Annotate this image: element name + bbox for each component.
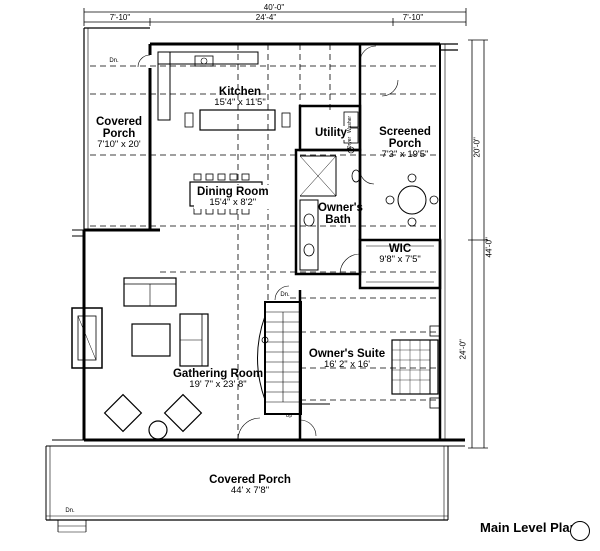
room-covered-porch-left: Covered Porch 7'10" x 20'	[88, 116, 150, 150]
plan-title: Main Level Plan	[480, 520, 578, 535]
room-size: 7'3" x 19'5"	[381, 149, 429, 161]
north-marker-circle	[570, 521, 590, 541]
room-owners-suite: Owner's Suite 16' 2" x 16'	[302, 348, 392, 370]
room-name: Screened Porch	[379, 126, 431, 151]
room-wic: WIC 9'8" x 7'5"	[364, 243, 436, 265]
room-size: 15'4" x 11'5"	[214, 97, 266, 109]
room-covered-porch-front: Covered Porch 44' x 7'8"	[200, 474, 300, 496]
room-name: Kitchen	[218, 86, 262, 98]
room-owners-bath: Owner's Bath	[318, 202, 363, 227]
room-size: 15'4" x 8'2"	[209, 197, 257, 209]
room-name: Owner's Suite	[308, 348, 386, 360]
room-screened-porch: Screened Porch 7'3" x 19'5"	[370, 126, 440, 160]
room-size: 7'10" x 20'	[97, 139, 141, 151]
right-dimension-lower-label: 24'-0"	[458, 339, 468, 360]
right-dimension-overall-label: 44'-0"	[484, 237, 494, 258]
room-name: Gathering Room	[172, 368, 264, 380]
dn-label-front-porch: Dn.	[65, 508, 75, 514]
right-dimension-upper-label: 20'-0"	[472, 137, 482, 158]
top-segment-middle-label: 24'-4"	[255, 13, 277, 22]
room-size: 16' 2" x 16'	[323, 359, 371, 371]
room-kitchen: Kitchen 15'4" x 11'5"	[195, 86, 285, 108]
room-name: Covered Porch	[209, 474, 291, 486]
room-size: 44' x 7'8"	[230, 485, 270, 497]
overall-width-label: 40'-0"	[263, 3, 285, 12]
dryer-label: Dryer	[347, 136, 353, 149]
room-size: 19' 7" x 23' 8"	[189, 379, 247, 391]
dn-label-top-porch: Dn.	[109, 58, 119, 64]
room-gathering-room: Gathering Room 19' 7" x 23' 8"	[170, 368, 266, 390]
dn-label-stair: Dn.	[280, 292, 290, 298]
top-segment-left-label: 7'-10"	[109, 13, 131, 22]
room-size: 9'8" x 7'5"	[379, 254, 421, 266]
room-name: Covered Porch	[95, 116, 143, 141]
room-dining-room: Dining Room 15'4" x 8'2"	[194, 185, 272, 210]
room-utility: Utility	[312, 126, 350, 141]
up-label: Up	[285, 413, 293, 419]
room-name: Dining Room	[197, 186, 269, 198]
room-name: WIC	[388, 243, 412, 255]
top-segment-right-label: 7'-10"	[402, 13, 424, 22]
